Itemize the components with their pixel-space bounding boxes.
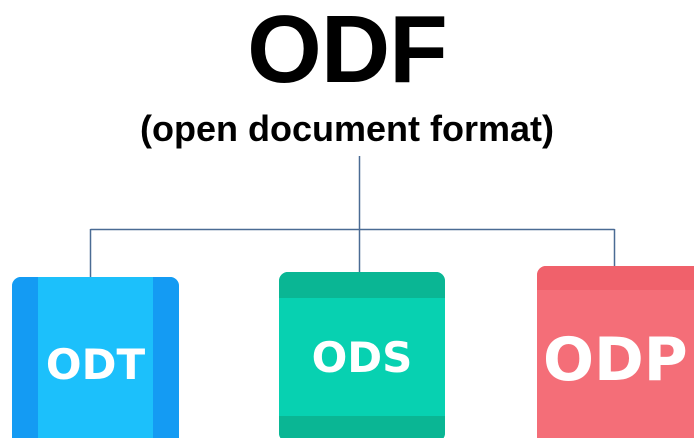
odp-top-stripe (537, 266, 694, 290)
odp-label: ODP (543, 325, 688, 395)
ods-file-icon: ODS (279, 272, 445, 438)
odt-left-stripe (12, 277, 38, 438)
diagram-title: ODF (247, 0, 448, 103)
ods-top-stripe (279, 272, 445, 298)
ods-label: ODS (311, 332, 413, 382)
odt-right-stripe (153, 277, 179, 438)
odt-file-icon: ODT (12, 277, 179, 438)
ods-bottom-stripe (279, 416, 445, 438)
diagram-subtitle: (open document format) (140, 108, 554, 149)
odp-file-icon: ODP (537, 266, 694, 438)
odt-label: ODT (45, 339, 146, 389)
